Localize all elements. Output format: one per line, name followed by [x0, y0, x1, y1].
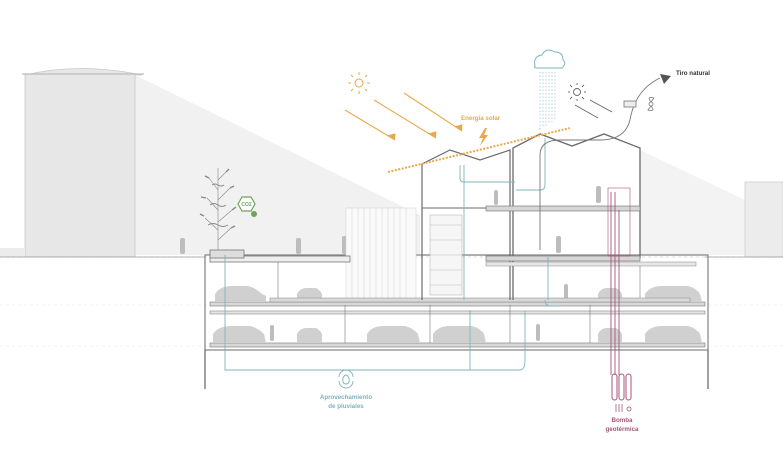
wind-arrow-icon — [660, 74, 671, 84]
background-building-left-edge — [0, 248, 25, 257]
basement-slab-2 — [209, 310, 706, 315]
rain-cloud-icon — [533, 49, 566, 130]
car — [433, 326, 486, 343]
geothermal-label-line1: Bomba — [612, 417, 634, 424]
plaza-slab-left — [209, 255, 351, 263]
rainwater-label-line1: Aprovechamiento — [320, 394, 372, 401]
ventilation-arrows — [574, 99, 613, 119]
sun-icon — [568, 83, 586, 101]
floor-slab — [485, 255, 641, 262]
natural-draft-label: Tiro natural — [676, 70, 710, 77]
co2-hexagon-icon — [237, 196, 257, 217]
building-right-block — [485, 133, 697, 300]
geothermal-pipes — [610, 192, 620, 375]
car — [213, 326, 266, 343]
basement-slab-1 — [209, 301, 706, 307]
building-left-block — [421, 149, 511, 300]
background-building-left — [24, 68, 143, 258]
pump-icon — [615, 404, 632, 412]
natural-draft-duct — [539, 77, 661, 250]
underground-parking — [204, 254, 709, 389]
raindrop-recycle-icon — [338, 369, 354, 389]
geothermal-label-line2: geotérmica — [605, 426, 639, 433]
planter — [209, 249, 245, 259]
floor-slab — [485, 205, 641, 212]
co2-label: CO2 — [241, 202, 252, 208]
lightning-icon — [479, 128, 488, 146]
solar-energy-label: Energía solar — [461, 115, 501, 122]
car — [297, 328, 322, 343]
sun-shadow-area-right — [640, 150, 745, 255]
fan-icon — [623, 97, 655, 111]
floor-slab — [485, 261, 697, 267]
courtyard — [345, 207, 417, 301]
tree-icon — [199, 168, 237, 250]
sun-icon — [348, 72, 370, 94]
rainwater-label-line2: de pluviales — [328, 403, 364, 410]
walkway-slab — [269, 297, 691, 303]
car — [645, 326, 702, 343]
background-building-right — [744, 181, 783, 258]
solar-panels — [387, 127, 571, 173]
car — [598, 328, 622, 343]
car — [215, 286, 266, 302]
car — [367, 326, 420, 343]
sun-rays — [344, 92, 463, 141]
basement-floor-slab — [209, 342, 706, 348]
geothermal-probes — [611, 373, 632, 401]
